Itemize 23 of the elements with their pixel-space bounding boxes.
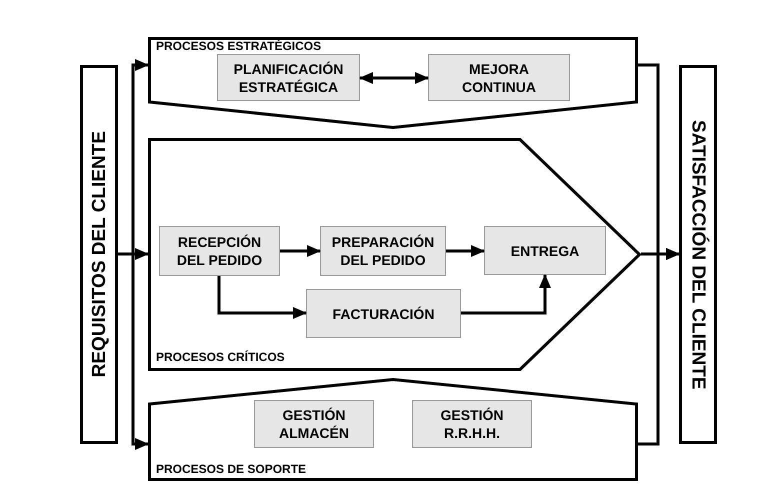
process-box: PLANIFICACIÓN ESTRATÉGICA xyxy=(217,54,360,101)
process-box: GESTIÓN R.R.H.H. xyxy=(412,400,532,448)
critical-process-arrow-band xyxy=(148,138,641,371)
process-box: GESTIÓN ALMACÉN xyxy=(254,400,374,448)
section-title: PROCESOS CRÍTICOS xyxy=(156,351,285,363)
input-bar xyxy=(80,65,118,444)
process-box: PREPARACIÓN DEL PEDIDO xyxy=(320,226,446,276)
process-box: ENTREGA xyxy=(484,226,606,275)
support-process-band xyxy=(148,378,638,481)
section-title: PROCESOS DE SOPORTE xyxy=(156,463,306,475)
arrow xyxy=(359,72,429,84)
process-box: MEJORA CONTINUA xyxy=(428,54,570,101)
process-box: RECEPCIÓN DEL PEDIDO xyxy=(159,226,280,276)
strategic-process-band xyxy=(148,37,638,129)
arrow xyxy=(446,245,485,257)
bar-label: SATISFACCIÓN DEL CLIENTE xyxy=(688,120,708,390)
arrow xyxy=(280,245,321,257)
arrow xyxy=(461,274,551,314)
section-title: PROCESOS ESTRATÉGICOS xyxy=(156,40,322,52)
bar-label: REQUISITOS DEL CLIENTE xyxy=(90,131,108,378)
arrow xyxy=(218,276,307,319)
process-box: FACTURACIÓN xyxy=(306,289,461,338)
output-bar xyxy=(679,65,717,444)
